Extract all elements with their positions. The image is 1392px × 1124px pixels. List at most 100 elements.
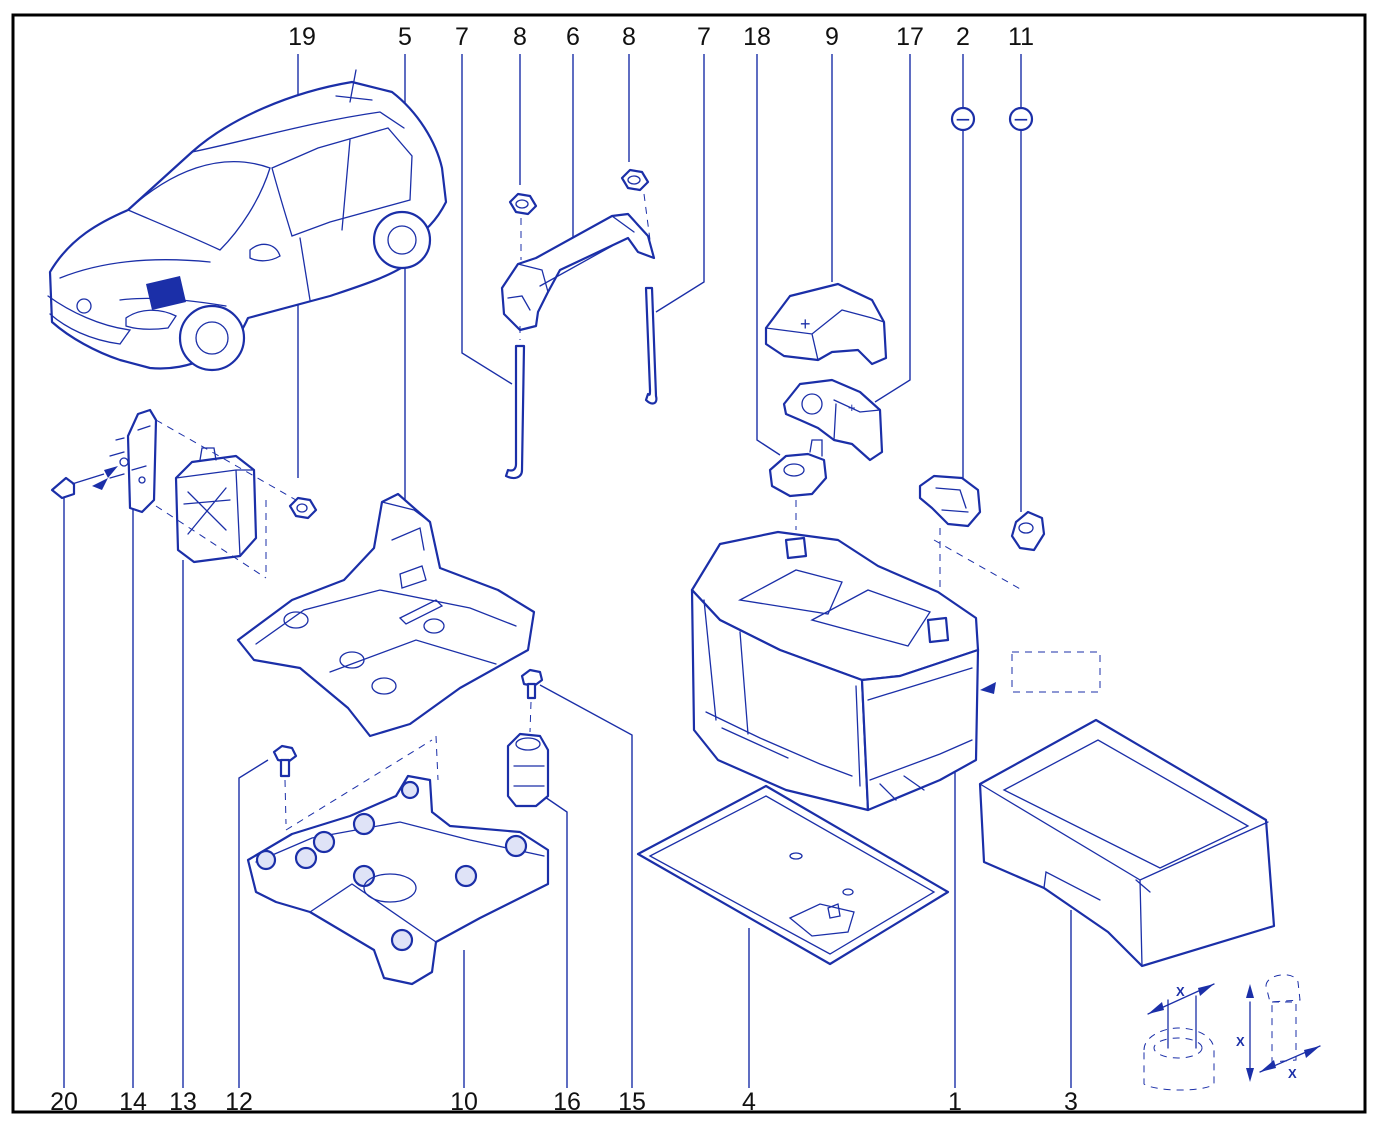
callout-9: 9 [825, 23, 839, 51]
diagram-frame [11, 13, 1367, 1114]
clip-arrow-upper [104, 466, 118, 478]
leader-12 [238, 759, 269, 1088]
terminal-11-minus: − [1013, 107, 1030, 131]
vehicle-rear-wheel [372, 210, 432, 270]
vehicle-front-wheel [178, 304, 246, 372]
base-mount-4 [352, 812, 376, 836]
vehicle-rear-hub [387, 225, 417, 255]
vehicle-windshield [126, 160, 271, 251]
callout-3: 3 [1064, 1088, 1078, 1116]
vehicle-headlight [125, 309, 177, 330]
callout-12: 12 [225, 1088, 253, 1116]
callout-10: 10 [450, 1088, 478, 1116]
plate-hole-3 [423, 618, 445, 634]
dimension-x-1: X [1176, 984, 1185, 999]
battery-side [860, 648, 980, 812]
vehicle-antenna [335, 69, 373, 103]
part-20-clip [50, 466, 118, 500]
callouts-bottom: 20 14 13 12 10 16 15 4 1 3 [50, 1088, 1078, 1116]
part-13-module-box [174, 447, 258, 564]
leader-15 [539, 684, 633, 1088]
base-mount-1 [255, 849, 277, 871]
part-11-negative-cap [1010, 510, 1046, 552]
callout-14: 14 [119, 1088, 147, 1116]
callout-2: 2 [956, 23, 970, 51]
part-3-battery-shield [978, 718, 1276, 968]
callout-4: 4 [742, 1088, 756, 1116]
part-10-battery-base [246, 774, 550, 986]
callout-17: 17 [896, 23, 924, 51]
vehicle-badge [76, 298, 92, 314]
callout-15: 15 [618, 1088, 646, 1116]
callouts-top: 19 5 7 8 6 8 7 18 9 17 2 11 [288, 23, 1034, 51]
plate-hole-1 [283, 611, 309, 629]
callout-7-right: 7 [697, 23, 711, 51]
part-18-terminal-clamp [768, 439, 828, 530]
leader-7-left [461, 54, 513, 385]
part-16-spacer [506, 732, 550, 808]
dimension-x-2: X [1236, 1034, 1245, 1049]
callout-19: 19 [288, 23, 316, 51]
callout-8-right: 8 [622, 23, 636, 51]
module-guide-bottom [155, 505, 267, 579]
leader-17 [874, 54, 911, 403]
part-14-module-bracket [109, 408, 158, 514]
part-4-battery-tray [636, 784, 950, 966]
battery-location-marker [146, 276, 186, 310]
callout-6: 6 [566, 23, 580, 51]
callout-8-left: 8 [513, 23, 527, 51]
leader-7-right [655, 54, 705, 313]
terminal-symbol-11: − [1008, 106, 1034, 132]
part-8-nut-left [508, 192, 538, 260]
module-guide-top [155, 419, 297, 501]
terminal-2-minus: − [955, 107, 972, 131]
callout-11: 11 [1008, 23, 1034, 51]
callout-16: 16 [553, 1088, 581, 1116]
plate-hole-4 [371, 677, 397, 695]
part-12-bolt [272, 744, 298, 825]
leader-16 [544, 796, 568, 1088]
part-7-clamp-rod-left [504, 326, 526, 480]
part-5-support-plate [236, 492, 536, 738]
base-mount-8 [504, 834, 528, 858]
leader-18 [756, 54, 781, 456]
part-6-hold-down-bracket [500, 212, 656, 332]
part-15-bolt [520, 668, 544, 733]
vehicle-locator [47, 69, 448, 372]
battery-negative-post [926, 616, 950, 644]
base-mount-3 [312, 830, 336, 854]
torque-detail-nut: X [1143, 983, 1215, 1091]
part-9-terminal-cover: + [764, 282, 888, 366]
base-mount-9 [390, 928, 414, 952]
torque-detail-bolt: X X [1236, 974, 1321, 1082]
battery-label-arrow [980, 682, 996, 694]
part-17-positive-clamp: + [782, 378, 884, 462]
base-alignment-guide-1 [285, 739, 433, 831]
vehicle-grille [47, 295, 132, 345]
battery-positive-post [784, 536, 808, 560]
base-mount-7 [454, 864, 478, 888]
leader-lines [63, 54, 1072, 1088]
part-8-nut-right [620, 168, 651, 241]
vehicle-mirror [249, 243, 281, 262]
vehicle-front-hub [195, 321, 229, 355]
callout-18: 18 [743, 23, 771, 51]
part-2-negative-clamp [918, 474, 982, 612]
part-19-nut [288, 496, 318, 520]
terminal-symbol-2: − [950, 106, 976, 132]
callout-5: 5 [398, 23, 412, 51]
vehicle-roofline [191, 111, 405, 153]
base-mount-5 [400, 780, 420, 800]
cap-alignment-guide [933, 539, 1023, 591]
clip-arrow-lower [92, 478, 108, 490]
callout-1: 1 [948, 1088, 962, 1116]
part-1-battery [690, 530, 980, 812]
base-mount-2 [294, 846, 318, 870]
vehicle-door-line [299, 139, 351, 301]
callout-7-left: 7 [455, 23, 469, 51]
callout-20: 20 [50, 1088, 78, 1116]
base-mount-6 [352, 864, 376, 888]
part-7-clamp-rod-right [644, 286, 658, 405]
callout-13: 13 [169, 1088, 197, 1116]
